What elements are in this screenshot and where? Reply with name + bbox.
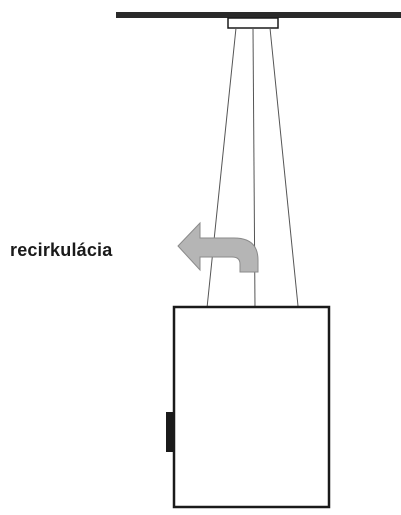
recirculation-label: recirkulácia (10, 240, 113, 260)
hood-side-handle (166, 412, 173, 452)
cable-left (206, 27, 237, 309)
ceiling-line (116, 12, 401, 18)
recirculation-arrow-icon (177, 221, 259, 273)
ceiling-mount-bracket (227, 17, 279, 29)
cable-right (269, 27, 299, 307)
hood-body (172, 305, 331, 509)
